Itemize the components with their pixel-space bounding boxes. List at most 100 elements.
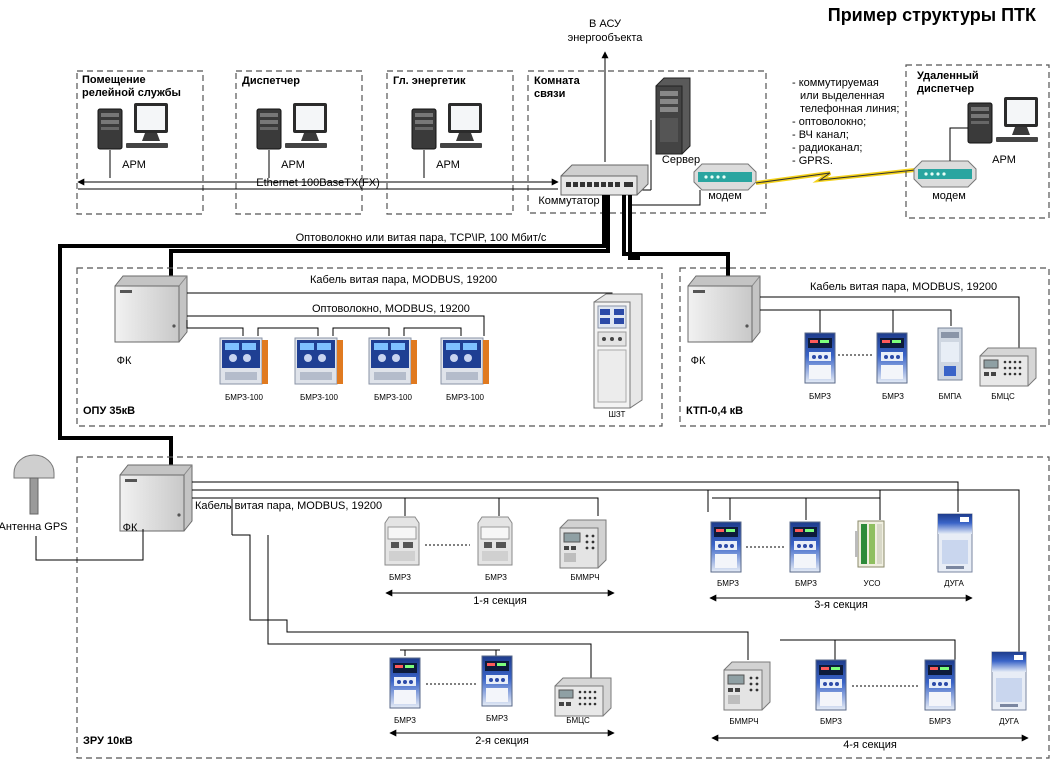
ethernet-label: Ethernet 100BaseTX(FX): [256, 177, 380, 189]
zone-dispatcher-title: Диспетчер: [242, 75, 300, 87]
bmrz-relay-icon: [389, 657, 421, 709]
bmrz-relay-icon: [384, 516, 420, 566]
section2-device-label: БМРЗ: [486, 714, 508, 723]
zone-ktp-title: КТП-0,4 кВ: [686, 405, 743, 417]
ktp-cable-label: Кабель витая пара, MODBUS, 19200: [810, 281, 997, 293]
section4-device-label: ДУГА: [999, 717, 1019, 726]
link-options-list: - коммутируемая или выделенная телефонна…: [792, 77, 899, 167]
zru-cable-label: Кабель витая пара, MODBUS, 19200: [195, 500, 382, 512]
bmrz-relay-icon: [804, 332, 836, 384]
backbone-label: Оптоволокно или витая пара, TCP\IP, 100 …: [296, 232, 547, 244]
zone-chief-engineer-title: Гл. энергетик: [393, 75, 466, 87]
bmcs-icon: [979, 347, 1037, 387]
ktp-device-label: БМЦС: [991, 392, 1015, 401]
bmmrch-icon: [559, 519, 607, 569]
link-option: - радиоканал;: [792, 142, 862, 154]
section3-device-label: ДУГА: [944, 579, 964, 588]
workstation-icon: [967, 96, 1039, 144]
zone-ktp: [679, 267, 1050, 427]
opu-device-label: БМРЗ-100: [225, 393, 263, 402]
bmmrch-icon: [723, 661, 771, 711]
zone-relay-title-line2: релейной службы: [82, 87, 181, 99]
section3-device-label: БМРЗ: [717, 579, 739, 588]
zone-comm-room-title-line2: связи: [534, 88, 565, 100]
bmcs-icon: [554, 677, 612, 717]
zone-relay-service: [76, 70, 204, 215]
fk-label-ktp: ФК: [691, 355, 706, 367]
fk-controller-icon: [687, 275, 761, 343]
backbone-to-opu: [169, 195, 610, 278]
server-label: Сервер: [662, 154, 700, 166]
fk-label-opu: ФК: [117, 355, 132, 367]
gps-antenna-icon: [13, 454, 55, 515]
opu-device-label: БМРЗ-100: [374, 393, 412, 402]
switch-label: Коммутатор: [538, 195, 599, 207]
section2-device-label: БМРЗ: [394, 716, 416, 725]
zone-remote-title-line1: Удаленный: [917, 70, 979, 82]
modem-label-local: модем: [708, 190, 742, 202]
bmrz100-icon: [368, 337, 418, 385]
section4-label: 4-я секция: [843, 739, 897, 751]
bmrz100-icon: [219, 337, 269, 385]
opu-fiber-label: Оптоволокно, MODBUS, 19200: [312, 303, 470, 315]
zone-opu-title: ОПУ 35кВ: [83, 405, 135, 417]
bmrz-relay-icon: [710, 521, 742, 573]
bmrz-relay-icon: [924, 659, 956, 711]
backbone-to-zru: [58, 195, 606, 466]
zone-comm-room-title-line1: Комната: [534, 75, 581, 87]
zone-relay-title-line1: Помещение: [82, 74, 146, 86]
link-option: - коммутируемая: [792, 77, 879, 89]
duga-icon: [991, 651, 1027, 711]
zone-remote-dispatcher: [905, 64, 1050, 219]
ktp-device-label: БМПА: [939, 392, 963, 401]
backbone-to-ktp: [622, 195, 730, 278]
workstation-icon: [97, 102, 169, 150]
fk-label-zru: ФК: [123, 522, 138, 534]
network-switch-icon: [560, 164, 649, 196]
section2-label: 2-я секция: [475, 735, 529, 747]
zone-opu: [76, 267, 663, 427]
opu-device-label: БМРЗ-100: [446, 393, 484, 402]
fk-controller-icon: [114, 275, 188, 343]
bmrz100-icon: [440, 337, 490, 385]
ktp-device-label: БМРЗ: [882, 392, 904, 401]
workstation-icon: [411, 102, 483, 150]
link-option: телефонная линия;: [800, 103, 899, 115]
opu-cabinet-label: ШЗТ: [609, 410, 626, 419]
workstation-label-remote: АРМ: [992, 154, 1016, 166]
wireless-link-lightning: [755, 168, 916, 185]
zone-dispatcher: [235, 70, 363, 215]
bmrz-relay-icon: [815, 659, 847, 711]
diagram-title: Пример структуры ПТК: [828, 5, 1037, 25]
zone-chief-engineer: [386, 70, 514, 215]
asu-label-line1: В АСУ: [589, 18, 622, 30]
workstation-label-chief: АРМ: [436, 159, 460, 171]
zone-zru-title: ЗРУ 10кВ: [83, 735, 133, 747]
uso-icon: [854, 520, 885, 568]
bmrz-relay-icon: [789, 521, 821, 573]
workstation-label-dispatcher: АРМ: [281, 159, 305, 171]
modem-icon: [693, 163, 757, 191]
shzt-cabinet-icon: [593, 293, 643, 409]
link-option: или выделенная: [800, 90, 884, 102]
duga-icon: [937, 513, 973, 573]
workstation-icon: [256, 102, 328, 150]
bmrz-relay-icon: [477, 516, 513, 566]
bmrz-relay-icon: [876, 332, 908, 384]
section4-device-label: БММРЧ: [729, 717, 758, 726]
bmrz-relay-icon: [481, 655, 513, 707]
workstation-label-relay: АРМ: [122, 159, 146, 171]
section1-device-label: БММРЧ: [570, 573, 599, 582]
section1-label: 1-я секция: [473, 595, 527, 607]
zone-zru: [76, 456, 1050, 759]
section4-device-label: БМРЗ: [820, 717, 842, 726]
bmpa-icon: [937, 327, 963, 381]
modem-icon: [913, 160, 977, 188]
bmrz100-icon: [294, 337, 344, 385]
link-option: - оптоволокно;: [792, 116, 866, 128]
server-icon: [655, 77, 691, 155]
section3-device-label: УСО: [864, 579, 881, 588]
opu-cable-label: Кабель витая пара, MODBUS, 19200: [310, 274, 497, 286]
section1-device-label: БМРЗ: [485, 573, 507, 582]
